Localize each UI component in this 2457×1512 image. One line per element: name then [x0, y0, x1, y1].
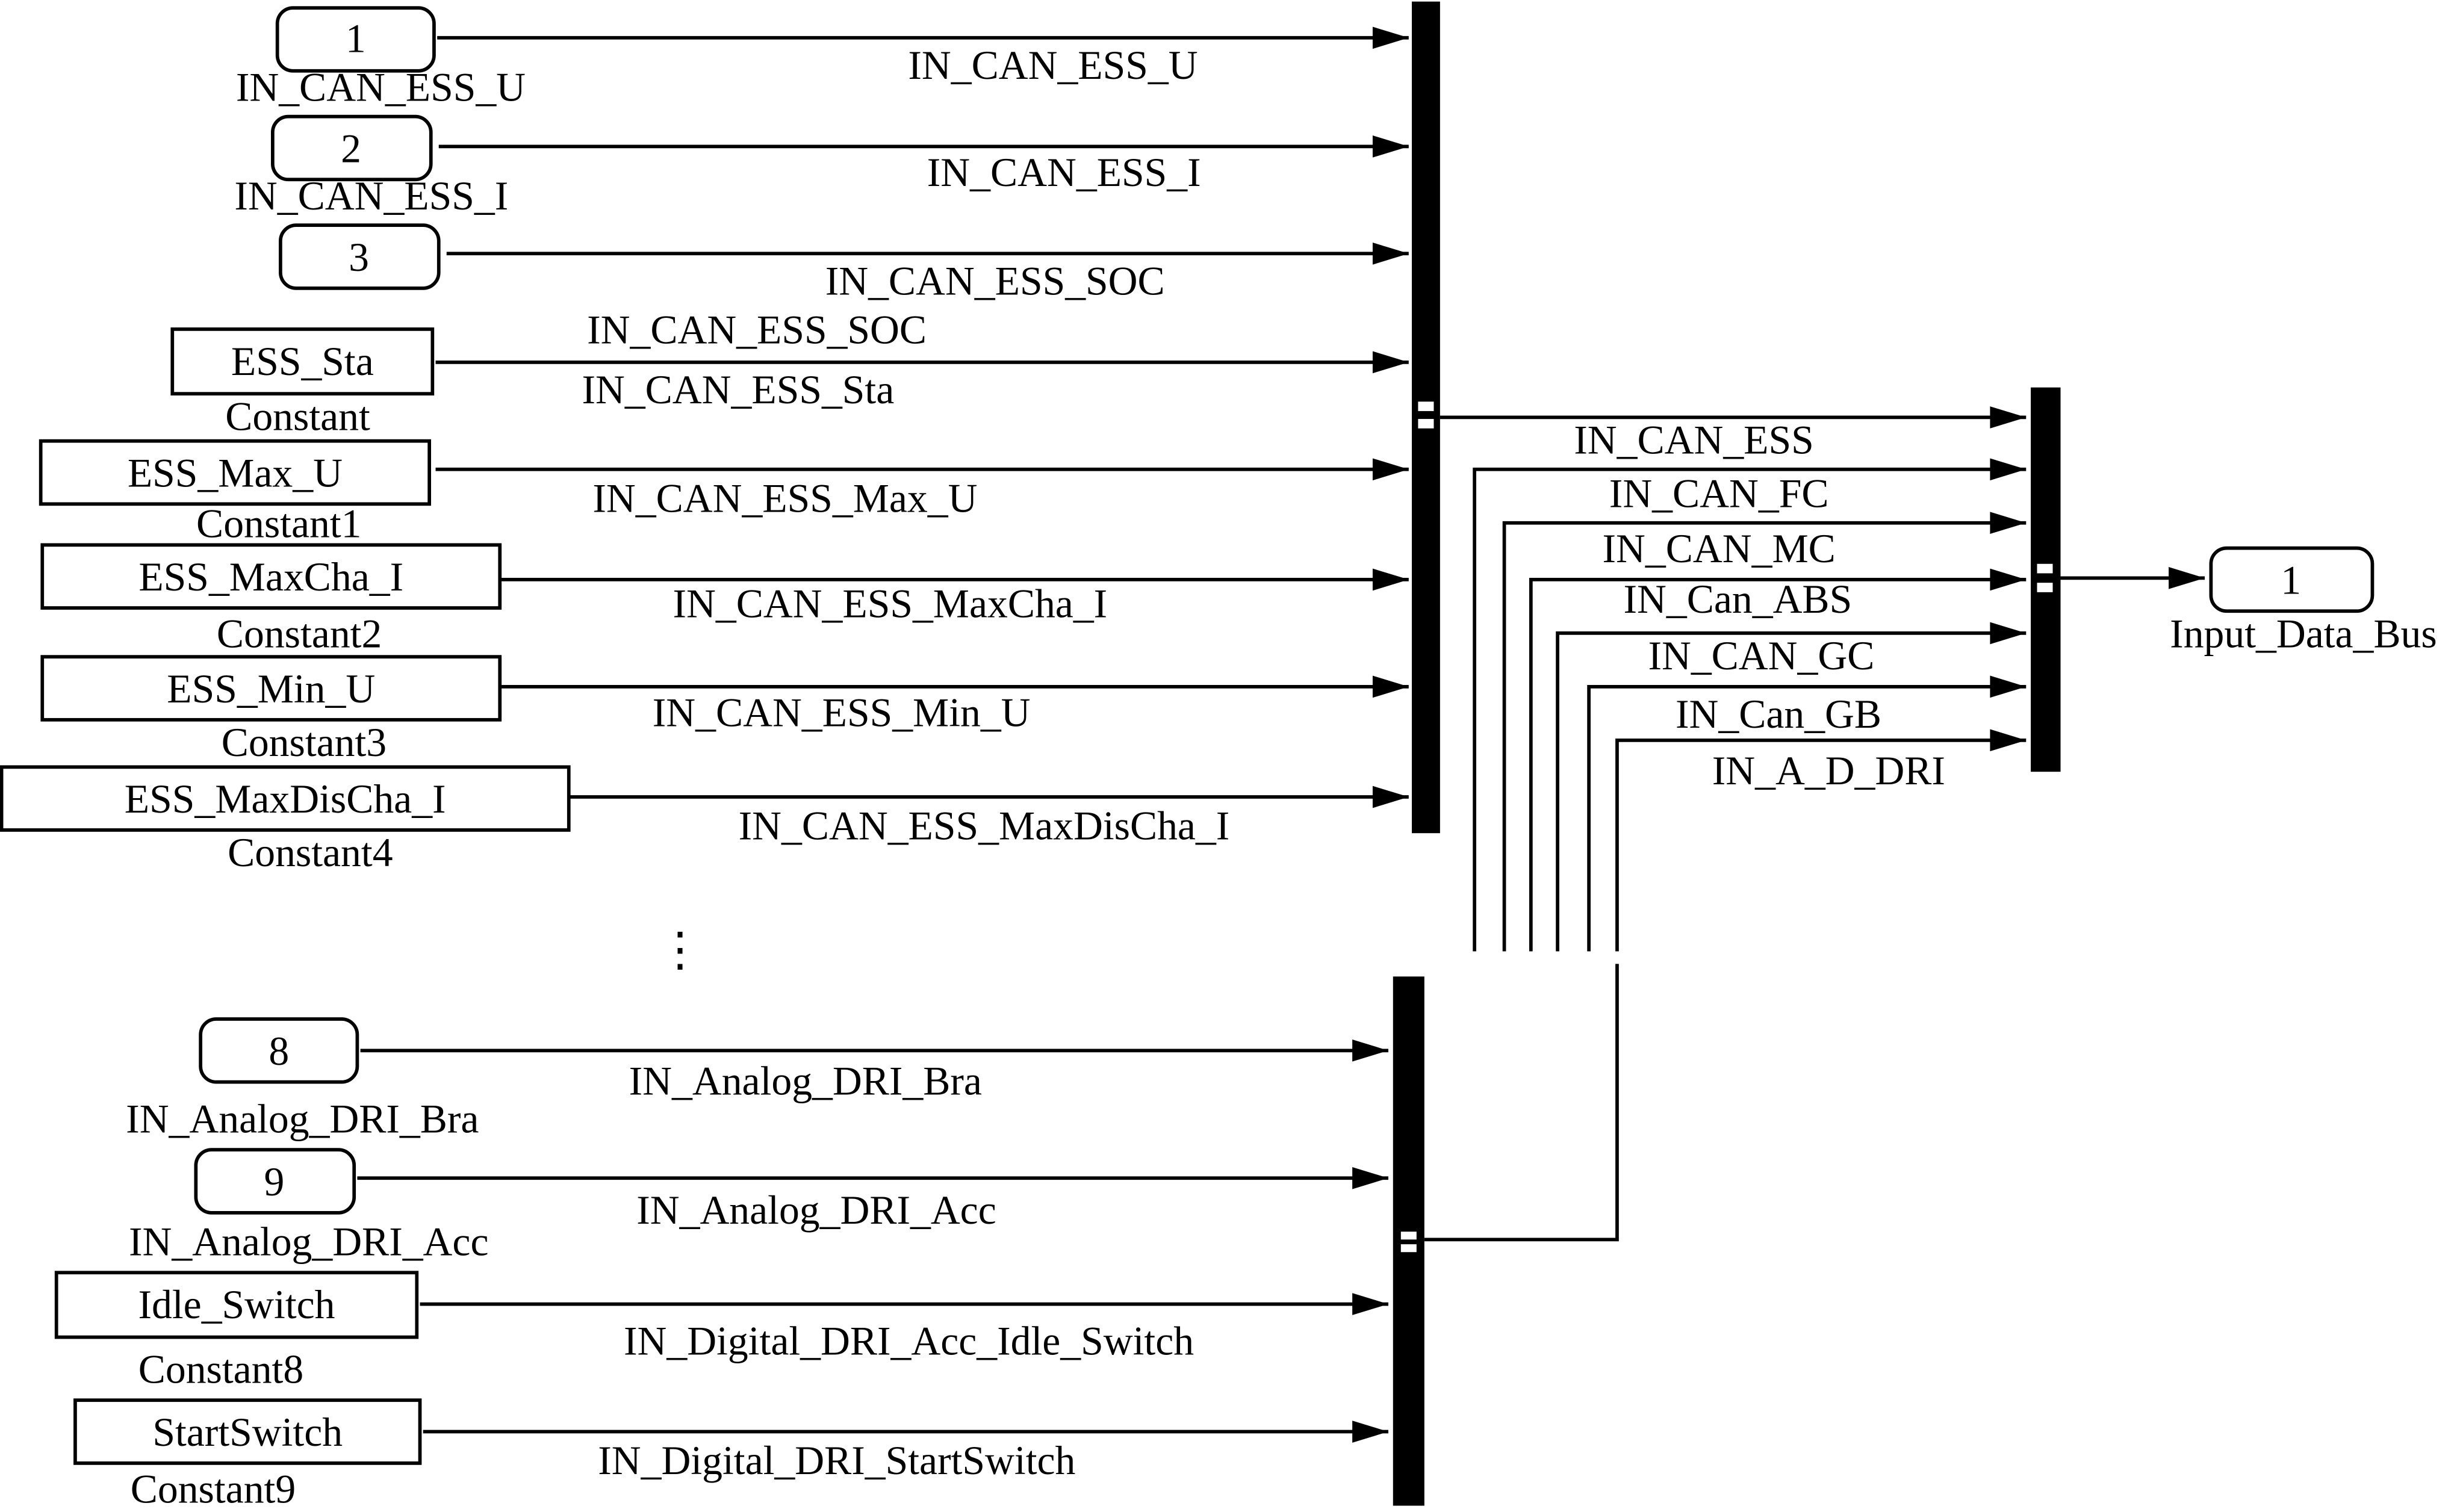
- feeder-a-d-dri: IN_A_D_DRI: [1615, 729, 2027, 952]
- signal-label: IN_Analog_DRI_Acc: [636, 1188, 996, 1233]
- wire-const-0: IN_CAN_ESS_SOC IN_CAN_ESS_Sta: [435, 307, 1409, 412]
- signal-label: IN_CAN_GC: [1648, 633, 1874, 678]
- signal-label: IN_CAN_ESS_I: [927, 150, 1201, 195]
- signal-label: IN_CAN_MC: [1603, 526, 1836, 571]
- wire-dri-out: [1424, 964, 1619, 1242]
- inport-9[interactable]: 9 IN_Analog_DRI_Acc: [129, 1148, 489, 1265]
- ellipsis-indicator: ⋮: [657, 923, 704, 976]
- bus-creator-dri[interactable]: [1393, 976, 1424, 1506]
- wire-in-1: IN_CAN_ESS_U: [437, 26, 1409, 88]
- wire-const-3: IN_CAN_ESS_Min_U: [501, 675, 1409, 735]
- inport-number: 3: [349, 235, 369, 280]
- signal-label: IN_A_D_DRI: [1712, 748, 1945, 793]
- inport-number: 9: [264, 1159, 285, 1204]
- signal-label: IN_CAN_FC: [1609, 471, 1829, 516]
- wire-const-2: IN_CAN_ESS_MaxCha_I: [501, 568, 1409, 627]
- feeder-gb: IN_Can_GB: [1587, 675, 2027, 952]
- feeder-abs: IN_Can_ABS: [1529, 568, 2027, 952]
- signal-label: IN_Can_GB: [1676, 692, 1881, 737]
- wire-in-2: IN_CAN_ESS_I: [438, 135, 1409, 195]
- constant-name: Constant2: [217, 611, 382, 656]
- signal-label: IN_CAN_ESS_SOC: [825, 258, 1165, 303]
- feeder-gc: IN_CAN_GC: [1556, 622, 2027, 952]
- constant-value: StartSwitch: [152, 1410, 343, 1455]
- outport-input-data-bus[interactable]: 1 Input_Data_Bus: [2170, 546, 2437, 657]
- signal-label: IN_Analog_DRI_Bra: [629, 1058, 982, 1103]
- inport-name: IN_Analog_DRI_Acc: [129, 1219, 489, 1264]
- inport-name: IN_CAN_ESS_U: [236, 64, 526, 110]
- signal-label: IN_CAN_ESS_U: [908, 43, 1197, 88]
- bus-creator-ess[interactable]: [1412, 1, 1440, 834]
- signal-label: IN_CAN_ESS_Sta: [582, 367, 894, 412]
- signal-label: IN_Digital_DRI_Acc_Idle_Switch: [624, 1318, 1194, 1363]
- outport-name: Input_Data_Bus: [2170, 611, 2437, 656]
- inport-2[interactable]: 2 IN_CAN_ESS_I: [234, 114, 508, 218]
- constant-ess-sta[interactable]: ESS_Sta Constant: [170, 327, 435, 439]
- inport-number: 8: [269, 1029, 289, 1074]
- constant-value: ESS_Min_U: [167, 666, 375, 711]
- inport-number: 2: [341, 126, 361, 171]
- wire-const-8: IN_Digital_DRI_Acc_Idle_Switch: [420, 1293, 1388, 1363]
- feeder-mc: IN_CAN_MC: [1502, 512, 2027, 952]
- constant-name: Constant: [225, 394, 370, 439]
- signal-label: IN_CAN_ESS_Max_U: [592, 476, 977, 521]
- constant-value: ESS_Sta: [231, 339, 374, 384]
- constant-start-switch[interactable]: StartSwitch Constant9: [73, 1398, 422, 1511]
- wire-const-4: IN_CAN_ESS_MaxDisCha_I: [570, 785, 1409, 849]
- constant-name: Constant3: [222, 720, 387, 765]
- inport-name: IN_CAN_ESS_I: [234, 173, 508, 218]
- constant-ess-maxcha-i[interactable]: ESS_MaxCha_I Constant2: [40, 543, 502, 656]
- bus-creator-main[interactable]: [2031, 387, 2061, 772]
- inport-3[interactable]: 3: [279, 223, 441, 290]
- wire-in-3: IN_CAN_ESS_SOC: [446, 242, 1409, 303]
- outport-number: 1: [2281, 557, 2301, 603]
- signal-label: IN_CAN_ESS_Min_U: [653, 690, 1031, 735]
- wire-main-out: [2060, 567, 2205, 589]
- inport-name: IN_Analog_DRI_Bra: [126, 1096, 479, 1141]
- wire-const-9: IN_Digital_DRI_StartSwitch: [423, 1421, 1388, 1483]
- constant-name: Constant1: [196, 501, 361, 546]
- wire-in-8: IN_Analog_DRI_Bra: [360, 1040, 1388, 1104]
- signal-label: IN_CAN_ESS_MaxDisCha_I: [739, 804, 1230, 849]
- signal-label: IN_Can_ABS: [1624, 577, 1853, 622]
- signal-label: IN_CAN_ESS: [1574, 417, 1814, 462]
- constant-ess-max-u[interactable]: ESS_Max_U Constant1: [39, 439, 431, 547]
- constant-ess-min-u[interactable]: ESS_Min_U Constant3: [40, 655, 502, 765]
- inport-8[interactable]: 8 IN_Analog_DRI_Bra: [126, 1017, 479, 1141]
- constant-name: Constant4: [228, 830, 393, 875]
- feeder-fc: IN_CAN_FC: [1473, 458, 2027, 952]
- wire-in-9: IN_Analog_DRI_Acc: [357, 1167, 1388, 1233]
- constant-idle-switch[interactable]: Idle_Switch Constant8: [54, 1271, 419, 1392]
- constant-name: Constant9: [131, 1466, 296, 1511]
- constant-value: ESS_Max_U: [128, 450, 343, 495]
- signal-label: IN_CAN_ESS_SOC: [587, 307, 927, 352]
- wire-const-1: IN_CAN_ESS_Max_U: [435, 458, 1409, 521]
- wire-ess-out: IN_CAN_ESS: [1440, 406, 2027, 463]
- signal-label: IN_CAN_ESS_MaxCha_I: [672, 581, 1107, 627]
- signal-label: IN_Digital_DRI_StartSwitch: [598, 1438, 1075, 1483]
- constant-ess-maxdischa-i[interactable]: ESS_MaxDisCha_I Constant4: [0, 765, 571, 875]
- constant-value: Idle_Switch: [138, 1282, 335, 1327]
- constant-value: ESS_MaxDisCha_I: [125, 776, 446, 822]
- inport-number: 1: [346, 16, 366, 61]
- constant-value: ESS_MaxCha_I: [138, 554, 403, 600]
- constant-name: Constant8: [138, 1346, 303, 1392]
- inport-1[interactable]: 1 IN_CAN_ESS_U: [236, 6, 526, 110]
